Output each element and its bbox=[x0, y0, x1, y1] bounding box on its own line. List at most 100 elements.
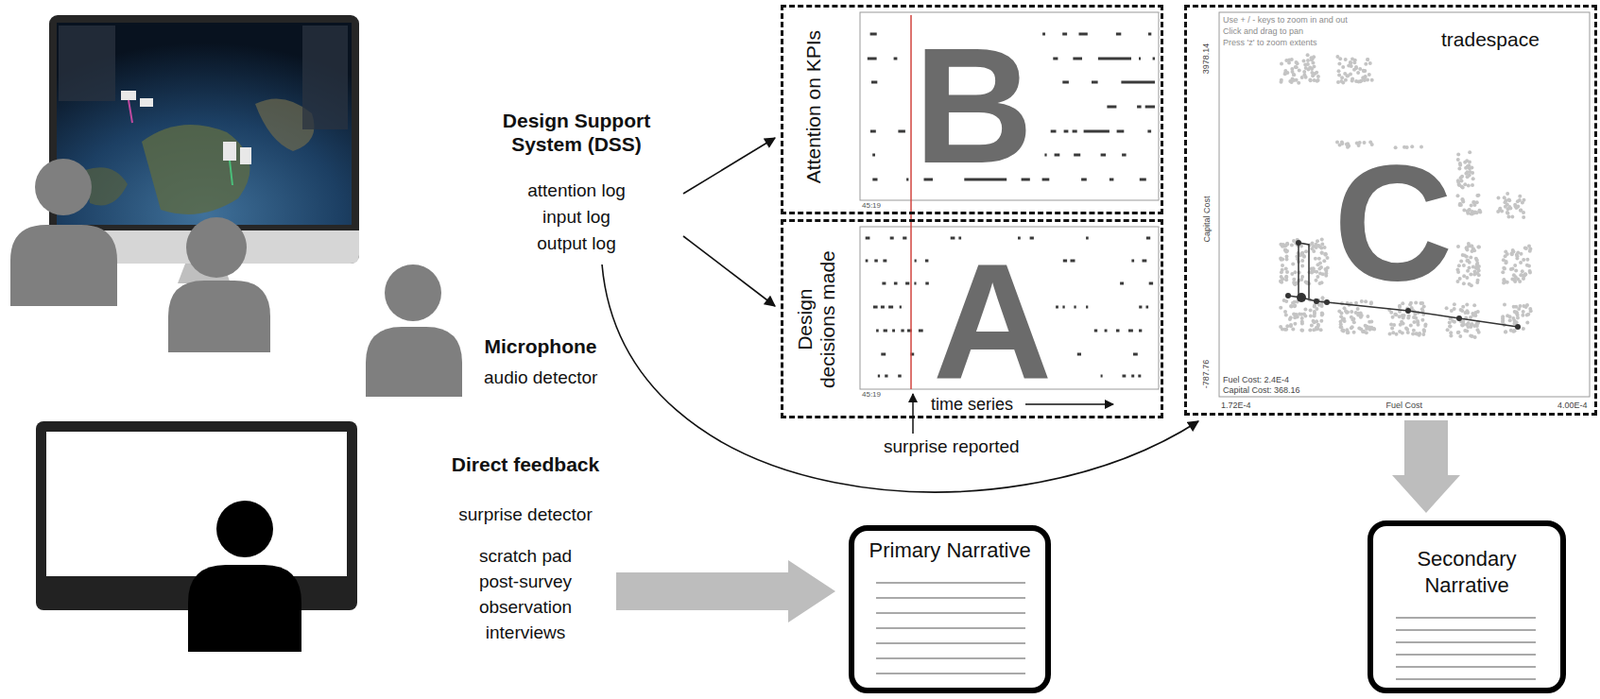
data-point bbox=[1465, 174, 1470, 179]
data-point bbox=[1410, 332, 1415, 337]
data-point bbox=[1280, 263, 1285, 268]
data-point bbox=[1517, 279, 1522, 284]
data-point bbox=[1299, 312, 1304, 317]
data-dash bbox=[1070, 259, 1076, 263]
data-point bbox=[1507, 198, 1512, 203]
data-point bbox=[1323, 245, 1327, 250]
data-dash bbox=[1116, 33, 1121, 36]
data-dash bbox=[882, 259, 887, 263]
data-dash bbox=[1142, 259, 1148, 263]
data-point bbox=[1359, 326, 1363, 331]
data-point bbox=[1320, 251, 1325, 256]
panel-letter: B bbox=[913, 22, 1033, 189]
data-point bbox=[1302, 255, 1307, 259]
data-dash bbox=[1091, 81, 1099, 85]
data-point bbox=[1508, 314, 1513, 319]
connector-arrow bbox=[602, 264, 1199, 493]
data-point bbox=[1518, 208, 1523, 213]
data-point bbox=[1324, 252, 1328, 257]
data-point bbox=[1285, 241, 1290, 246]
axis-title: Design decisions made bbox=[793, 247, 840, 392]
data-point bbox=[1300, 316, 1305, 321]
data-point bbox=[1302, 59, 1307, 64]
data-point bbox=[1320, 238, 1325, 242]
narrative-title: Primary Narrative bbox=[869, 537, 1032, 566]
data-point bbox=[1393, 312, 1398, 317]
data-point bbox=[1464, 303, 1469, 308]
data-point bbox=[1474, 257, 1479, 261]
data-point bbox=[1351, 317, 1356, 322]
data-point bbox=[1456, 178, 1461, 183]
axis-title: Attention on KPIs bbox=[802, 30, 826, 184]
data-point bbox=[1300, 275, 1305, 279]
text-line-placeholder bbox=[876, 582, 1026, 585]
data-dash bbox=[1085, 306, 1088, 310]
device-heading: Microphone bbox=[484, 335, 598, 359]
data-point bbox=[1336, 80, 1341, 85]
data-point bbox=[1352, 60, 1357, 65]
data-point bbox=[1417, 331, 1422, 336]
data-dash bbox=[867, 57, 878, 61]
data-point bbox=[1318, 281, 1323, 286]
data-dash bbox=[865, 259, 869, 263]
data-point bbox=[1501, 278, 1506, 283]
data-point bbox=[1459, 259, 1463, 264]
data-point bbox=[1421, 332, 1426, 337]
data-dash bbox=[1042, 178, 1050, 182]
data-point bbox=[1367, 320, 1372, 325]
data-point bbox=[1422, 329, 1427, 334]
data-point bbox=[1470, 183, 1475, 188]
data-point bbox=[1473, 203, 1478, 207]
data-point bbox=[1341, 65, 1345, 69]
data-point bbox=[1319, 327, 1324, 332]
data-point bbox=[1502, 303, 1507, 308]
data-point bbox=[1514, 253, 1519, 258]
data-dash bbox=[1149, 282, 1153, 286]
data-point bbox=[1292, 270, 1297, 275]
data-point bbox=[1467, 170, 1472, 174]
data-point bbox=[1522, 198, 1527, 203]
data-point bbox=[1506, 211, 1511, 216]
data-point bbox=[1391, 315, 1395, 320]
data-point bbox=[1299, 327, 1304, 332]
connector-arrow bbox=[683, 137, 775, 194]
data-point bbox=[1284, 313, 1289, 318]
data-point bbox=[1456, 193, 1461, 198]
block-arrow bbox=[1392, 420, 1461, 514]
data-point bbox=[1308, 309, 1313, 313]
data-point bbox=[1466, 325, 1471, 329]
data-point bbox=[1523, 273, 1528, 277]
data-point bbox=[1391, 330, 1395, 335]
data-point bbox=[1476, 245, 1480, 250]
data-point bbox=[1467, 282, 1472, 287]
data-point bbox=[1314, 307, 1319, 311]
person-silhouette bbox=[188, 500, 302, 653]
data-dash bbox=[1050, 130, 1057, 134]
axis-title: Capital Cost bbox=[1201, 195, 1211, 242]
data-point bbox=[1461, 198, 1465, 203]
data-dash bbox=[1083, 130, 1110, 134]
data-point bbox=[1502, 195, 1507, 200]
data-point bbox=[1349, 309, 1354, 314]
axis-title: time series bbox=[930, 395, 1014, 415]
data-dash bbox=[1054, 154, 1061, 157]
data-point bbox=[1357, 79, 1361, 84]
data-dash bbox=[1117, 130, 1125, 134]
data-dash bbox=[906, 178, 909, 182]
data-point bbox=[1279, 62, 1284, 67]
list-item: observation bbox=[440, 594, 611, 620]
data-point bbox=[1283, 71, 1288, 76]
data-point bbox=[1352, 320, 1357, 325]
data-point bbox=[1464, 309, 1469, 313]
data-point bbox=[1314, 245, 1319, 250]
data-point bbox=[1507, 215, 1512, 220]
data-point bbox=[1278, 279, 1283, 284]
data-point bbox=[1423, 324, 1428, 328]
data-point bbox=[1316, 262, 1321, 267]
data-point bbox=[1475, 322, 1480, 327]
data-point bbox=[1279, 270, 1284, 275]
data-point bbox=[1292, 322, 1297, 327]
data-point bbox=[1310, 73, 1315, 78]
data-dash bbox=[1148, 33, 1152, 36]
